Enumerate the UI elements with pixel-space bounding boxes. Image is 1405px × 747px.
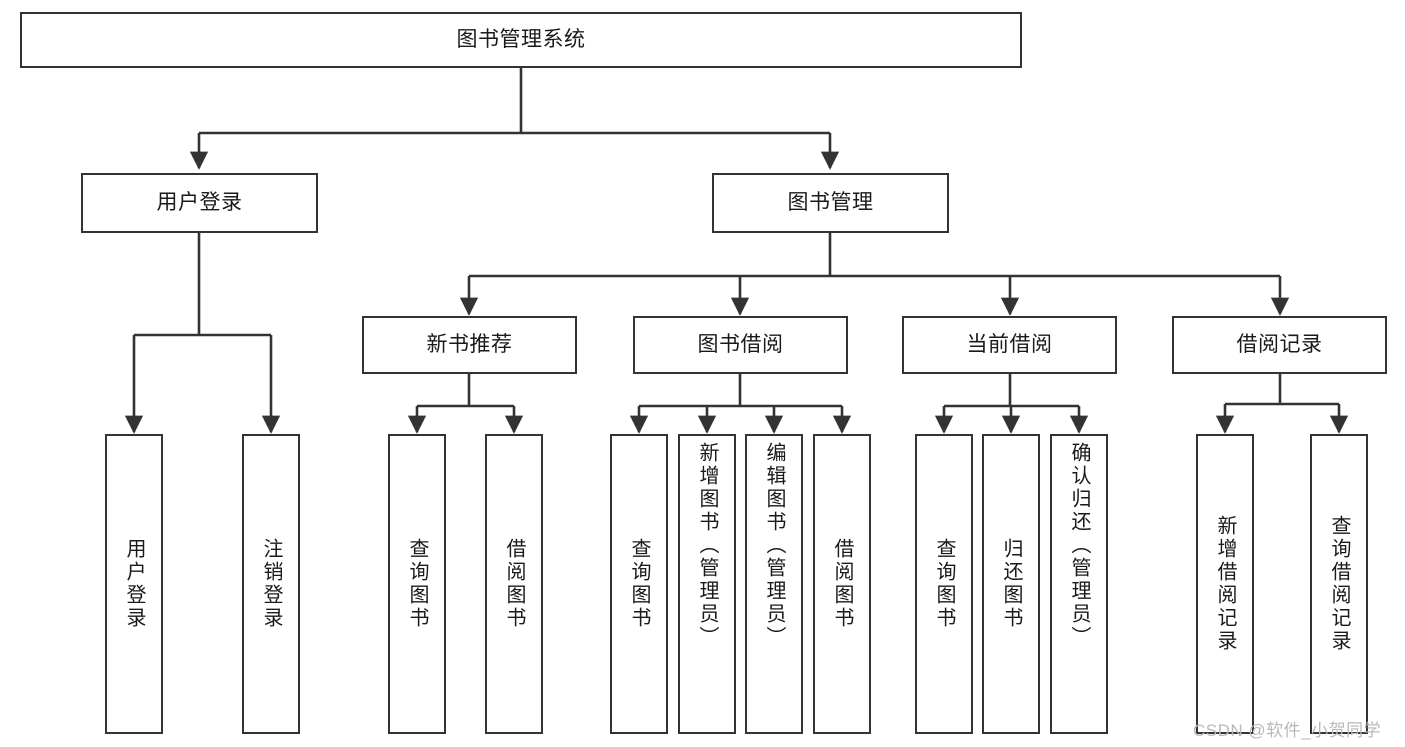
node-leaf-return-book-label: 归还图书 — [1000, 538, 1022, 630]
watermark-text: CSDN @软件_小贺同学 — [1193, 721, 1382, 740]
node-leaf-query-book-1[interactable]: 查询图书 — [388, 434, 446, 734]
node-borrow-record-label: 借阅记录 — [1236, 332, 1323, 356]
node-leaf-add-record[interactable]: 新增借阅记录 — [1196, 434, 1254, 734]
node-user-login[interactable]: 用户登录 — [81, 173, 318, 233]
node-user-login-label: 用户登录 — [156, 190, 243, 214]
node-leaf-confirm-return-label: 确认归还（管理员） — [1068, 442, 1090, 649]
node-leaf-query-book-1-label: 查询图书 — [406, 538, 428, 630]
node-leaf-add-record-label: 新增借阅记录 — [1214, 515, 1236, 653]
node-new-book-recommend-label: 新书推荐 — [426, 332, 513, 356]
node-leaf-edit-book[interactable]: 编辑图书（管理员） — [745, 434, 803, 734]
node-leaf-user-login[interactable]: 用户登录 — [105, 434, 163, 734]
node-leaf-query-book-2-label: 查询图书 — [628, 538, 650, 630]
node-current-borrow-label: 当前借阅 — [966, 332, 1053, 356]
node-borrow-record[interactable]: 借阅记录 — [1172, 316, 1387, 374]
node-leaf-return-book[interactable]: 归还图书 — [982, 434, 1040, 734]
node-leaf-add-book[interactable]: 新增图书（管理员） — [678, 434, 736, 734]
node-leaf-borrow-book-2-label: 借阅图书 — [831, 538, 853, 630]
node-root-label: 图书管理系统 — [456, 27, 586, 51]
node-leaf-user-login-label: 用户登录 — [123, 538, 145, 630]
node-leaf-query-record-label: 查询借阅记录 — [1328, 515, 1350, 653]
node-leaf-add-book-label: 新增图书（管理员） — [696, 442, 718, 649]
node-leaf-borrow-book-1-label: 借阅图书 — [503, 538, 525, 630]
node-book-borrow-label: 图书借阅 — [697, 332, 784, 356]
node-leaf-borrow-book-1[interactable]: 借阅图书 — [485, 434, 543, 734]
node-book-borrow[interactable]: 图书借阅 — [633, 316, 848, 374]
node-leaf-edit-book-label: 编辑图书（管理员） — [763, 442, 785, 649]
node-leaf-logout-label: 注销登录 — [260, 538, 282, 630]
node-current-borrow[interactable]: 当前借阅 — [902, 316, 1117, 374]
node-leaf-borrow-book-2[interactable]: 借阅图书 — [813, 434, 871, 734]
node-root[interactable]: 图书管理系统 — [20, 12, 1022, 68]
node-leaf-confirm-return[interactable]: 确认归还（管理员） — [1050, 434, 1108, 734]
node-leaf-query-book-3-label: 查询图书 — [933, 538, 955, 630]
node-book-manage-label: 图书管理 — [787, 190, 874, 214]
node-leaf-query-book-2[interactable]: 查询图书 — [610, 434, 668, 734]
node-book-manage[interactable]: 图书管理 — [712, 173, 949, 233]
node-new-book-recommend[interactable]: 新书推荐 — [362, 316, 577, 374]
node-leaf-query-record[interactable]: 查询借阅记录 — [1310, 434, 1368, 734]
node-leaf-query-book-3[interactable]: 查询图书 — [915, 434, 973, 734]
node-leaf-logout[interactable]: 注销登录 — [242, 434, 300, 734]
